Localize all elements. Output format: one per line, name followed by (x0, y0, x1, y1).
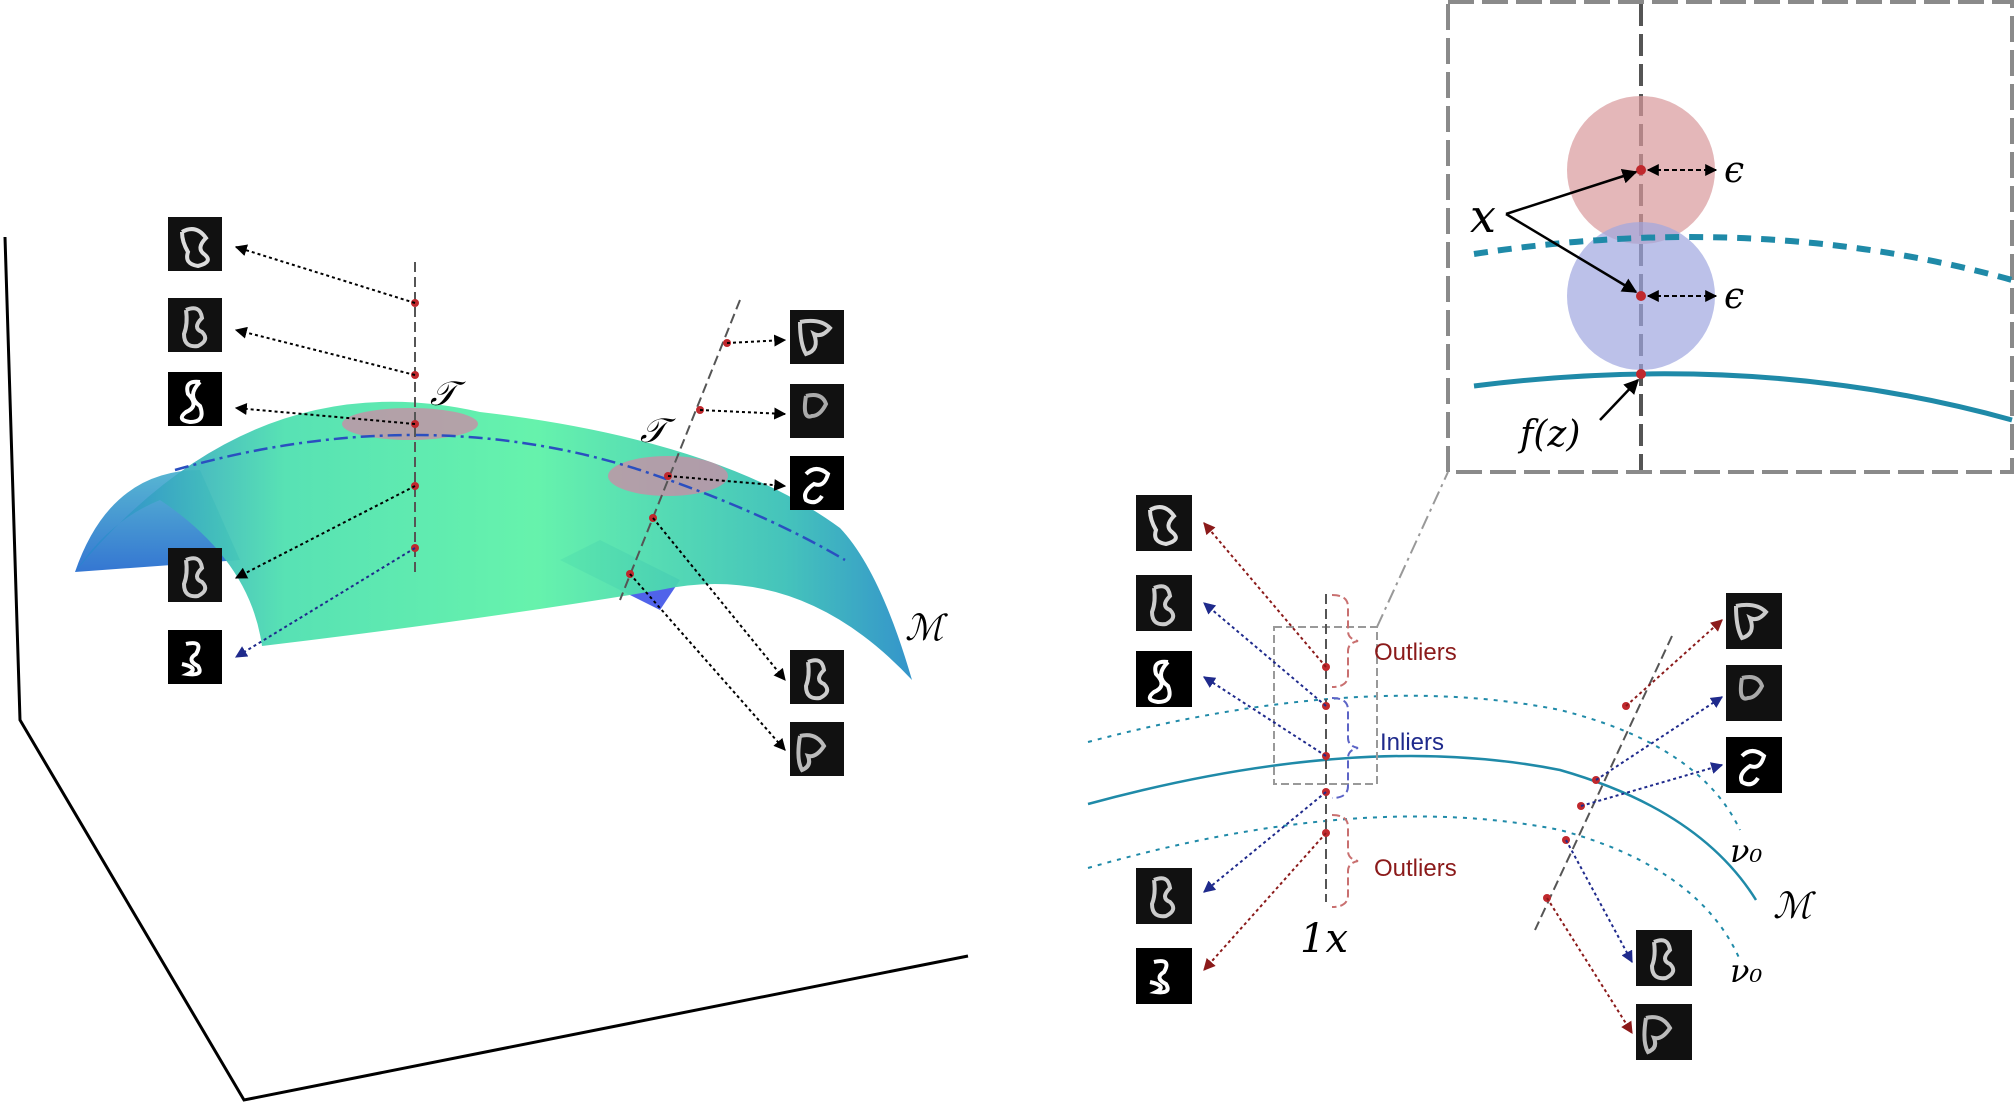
normal-line-right-2 (1534, 635, 1673, 931)
mnist-digit-thumbnail-icon (790, 310, 844, 364)
mnist-digit-thumbnail-icon (1726, 665, 1782, 721)
mnist-digit-thumbnail-icon (1136, 948, 1192, 1004)
inset-x-label: x (1470, 189, 1496, 243)
mnist-digit-thumbnail-icon (1726, 737, 1782, 793)
inset-epsilon-top: ϵ (1724, 150, 1744, 191)
normal-line-2 (619, 299, 741, 601)
mnist-digit-thumbnail-icon (168, 630, 222, 684)
axis-frame (3, 236, 969, 1102)
tangent-label-2: 𝒯 (640, 411, 676, 451)
nu0-boundary-bottom (1087, 815, 1741, 961)
mnist-digit-thumbnail-icon (1636, 930, 1692, 986)
right-panel: Outliers Inliers Outliers ν₀ ℳ ν₀ 1x (1087, 471, 1816, 1035)
mnist-digit-thumbnail-icon (1726, 593, 1782, 649)
left-panel: 𝒯 𝒯 ℳ (3, 236, 969, 1102)
mnist-digit-thumbnail-icon (1136, 651, 1192, 707)
inliers-brace (1331, 697, 1359, 799)
mnist-digit-thumbnail-icon (790, 456, 844, 510)
inset-nu0-boundary (1473, 234, 2013, 283)
outliers-brace-bottom (1331, 814, 1359, 908)
zoom-inset: x ϵ ϵ f(z) (1446, 0, 2014, 474)
mnist-digit-thumbnail-icon (790, 722, 844, 776)
surface-geodesic (174, 433, 846, 562)
outliers-label-bottom: Outliers (1374, 855, 1457, 882)
zoom-connector (1376, 471, 1449, 628)
mnist-digit-thumbnail-icon (168, 548, 222, 602)
inset-manifold-curve (1473, 371, 2013, 423)
mnist-digit-thumbnail-icon (1636, 1004, 1692, 1060)
inset-fz-label: f(z) (1517, 414, 1580, 455)
tangent-label-1: 𝒯 (430, 374, 466, 414)
mnist-digit-thumbnail-icon (1136, 575, 1192, 631)
inliers-label: Inliers (1380, 729, 1444, 756)
nu0-label-bottom: ν₀ (1730, 952, 1762, 990)
manifold-label-left: ℳ (905, 608, 948, 649)
mnist-digit-thumbnail-icon (168, 217, 222, 271)
mnist-digit-thumbnail-icon (168, 372, 222, 426)
outliers-label-top: Outliers (1374, 639, 1457, 666)
manifold-curve (1087, 754, 1758, 901)
nu0-label-top: ν₀ (1730, 832, 1762, 870)
outliers-brace-top (1331, 594, 1359, 688)
left-thumbnails (168, 217, 844, 776)
right-thumbnails (1136, 495, 1782, 1060)
mnist-digit-thumbnail-icon (790, 384, 844, 438)
inset-epsilon-bottom: ϵ (1724, 276, 1744, 317)
mnist-digit-thumbnail-icon (1136, 868, 1192, 924)
mnist-digit-thumbnail-icon (168, 298, 222, 352)
nu0-boundary-top (1087, 694, 1741, 831)
x-label-right: 1x (1300, 916, 1348, 962)
tangent-patch-1 (342, 408, 478, 440)
mnist-digit-thumbnail-icon (1136, 495, 1192, 551)
manifold-label-right: ℳ (1773, 886, 1816, 927)
mnist-digit-thumbnail-icon (790, 650, 844, 704)
